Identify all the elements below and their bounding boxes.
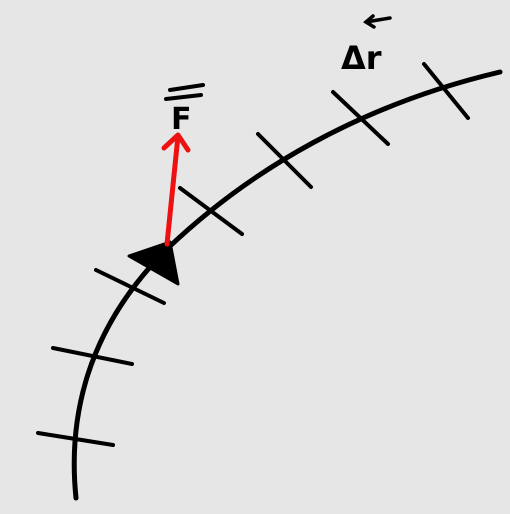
tick-marks (36, 62, 470, 447)
force-vector (161, 132, 191, 247)
tick-mark (256, 132, 313, 189)
tick-mark (36, 431, 115, 447)
tick-mark (422, 62, 470, 120)
tick-mark (51, 346, 134, 366)
force-vector-shaft (164, 133, 181, 247)
tick-mark (331, 90, 390, 146)
tick-mark (94, 268, 166, 305)
displacement-label-text: Δr (341, 39, 382, 77)
tick-mark (178, 186, 244, 236)
force-label-text: F (171, 102, 192, 137)
displacement-label-arrow (363, 14, 392, 29)
object-marker (127, 240, 180, 286)
force-vector-arrowhead (161, 132, 191, 153)
displacement-label: Δr (341, 14, 392, 77)
curved-path (71, 69, 503, 501)
force-label-double-bar (164, 83, 205, 101)
force-label: F (164, 83, 205, 137)
